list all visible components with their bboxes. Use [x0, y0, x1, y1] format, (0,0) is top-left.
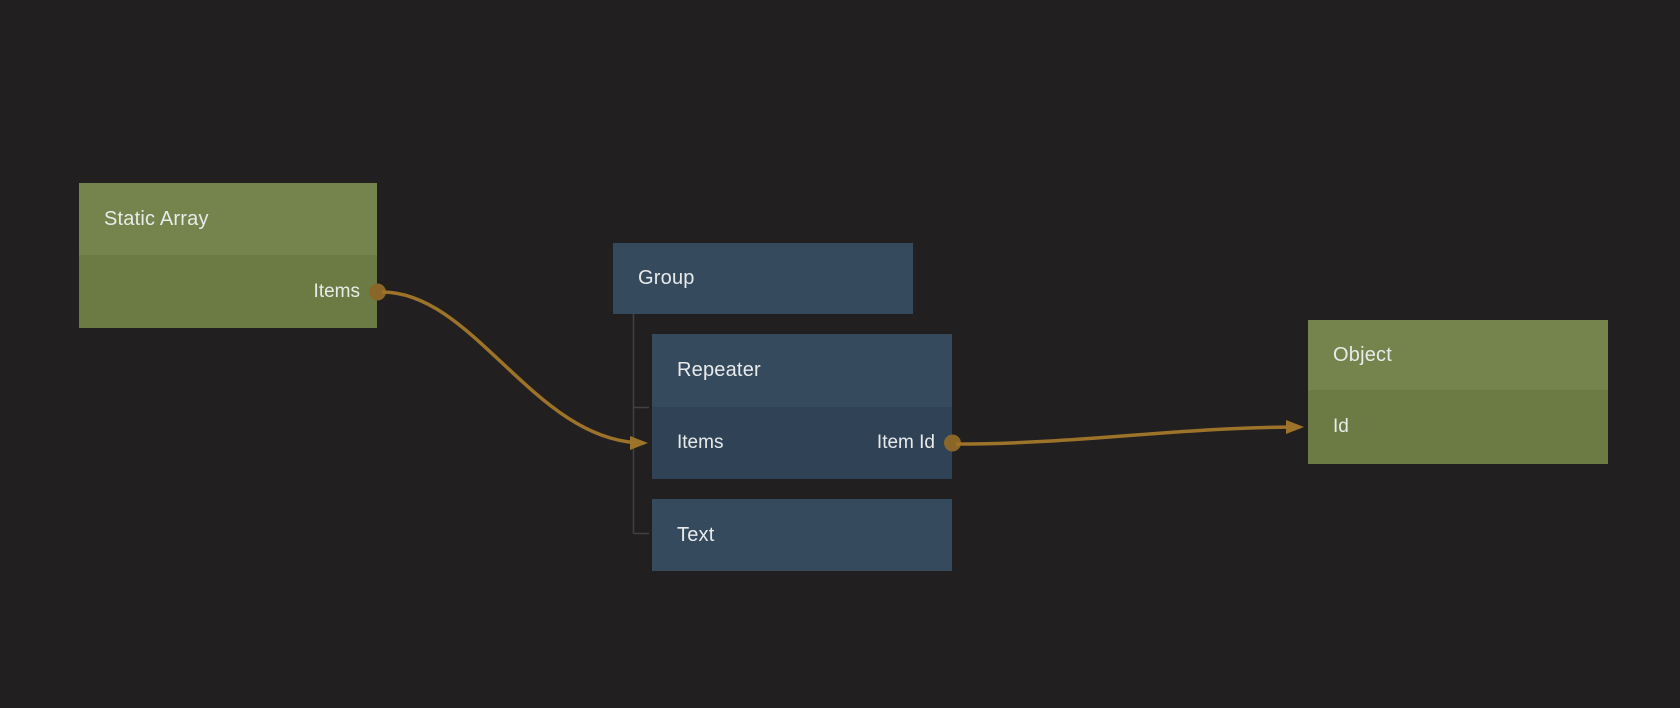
wire-static-array-items-to-repeater-items[interactable] — [381, 290, 648, 450]
port-label-items-output: Items — [313, 280, 360, 302]
node-text[interactable]: Text — [652, 499, 952, 571]
node-static-array[interactable]: Static Array Items — [79, 183, 386, 328]
port-label-id-input: Id — [1333, 416, 1349, 437]
node-repeater[interactable]: Repeater Items Item Id — [652, 334, 961, 479]
port-label-items-input: Items — [677, 432, 724, 453]
output-port-item-id[interactable] — [944, 434, 961, 452]
wire-repeater-item-id-to-object-id[interactable] — [955, 420, 1304, 446]
group-tree-connector — [632, 314, 649, 535]
node-static-array-row-items: Items — [79, 255, 386, 328]
node-group[interactable]: Group — [613, 243, 913, 314]
output-port-items[interactable] — [369, 283, 386, 300]
node-group-title: Group — [613, 243, 913, 314]
node-object-row-id: Id — [1308, 390, 1608, 464]
node-object-title: Object — [1308, 320, 1608, 390]
node-static-array-title: Static Array — [79, 183, 377, 255]
port-label-item-id-output: Item Id — [876, 432, 935, 453]
node-repeater-row-ports: Items Item Id — [652, 407, 961, 479]
node-text-title: Text — [652, 499, 952, 571]
node-repeater-title: Repeater — [652, 334, 952, 407]
node-object[interactable]: Object Id — [1308, 320, 1608, 464]
